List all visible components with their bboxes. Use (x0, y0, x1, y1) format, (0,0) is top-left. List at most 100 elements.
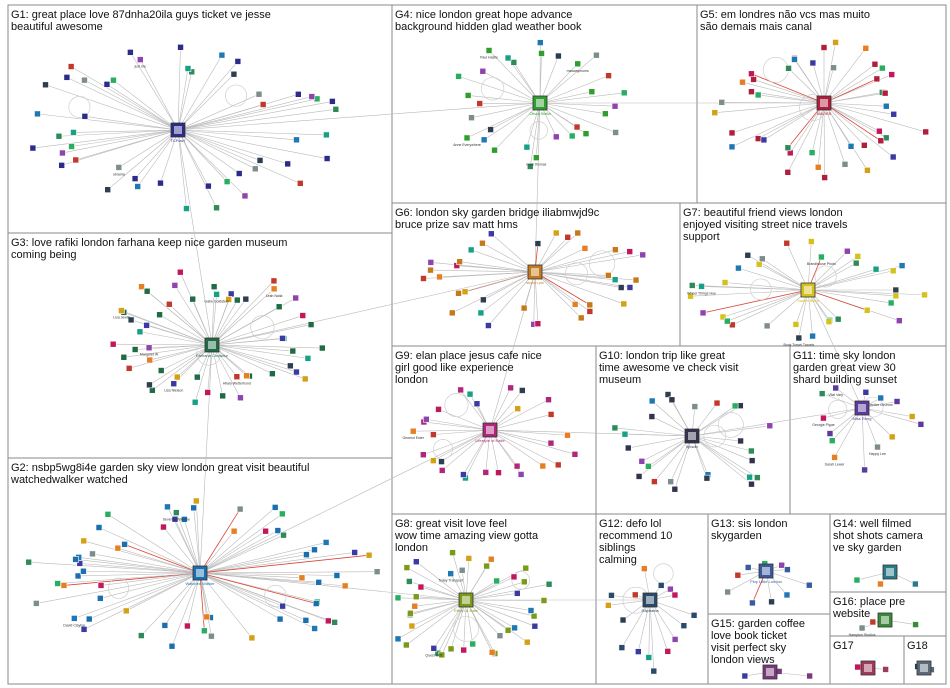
vertex-g6[interactable] (485, 322, 492, 329)
vertex-g7[interactable] (852, 259, 860, 267)
vertex-g9[interactable] (423, 415, 430, 423)
vertex-g5[interactable] (784, 144, 792, 152)
vertex-g1[interactable] (259, 101, 267, 108)
vertex-g3[interactable] (146, 381, 153, 389)
vertex-g3[interactable] (136, 328, 144, 336)
vertex-g2[interactable] (203, 613, 211, 621)
vertex-g1[interactable] (323, 155, 331, 162)
vertex-g5[interactable] (861, 142, 868, 149)
vertex-g1[interactable] (323, 131, 330, 139)
vertex-g1[interactable] (81, 113, 89, 120)
vertex-g13[interactable] (749, 599, 756, 607)
vertex-g2[interactable] (303, 551, 310, 558)
vertex-g3[interactable] (171, 282, 179, 289)
vertex-g5[interactable] (832, 39, 839, 46)
vertex-g6[interactable] (448, 309, 456, 317)
vertex-g9[interactable] (495, 469, 502, 476)
vertex-g5[interactable] (882, 102, 890, 110)
vertex-g12[interactable] (690, 611, 698, 619)
vertex-g2[interactable] (262, 527, 269, 535)
vertex-g3[interactable] (237, 394, 244, 402)
vertex-g6[interactable] (632, 276, 640, 284)
vertex-g7[interactable] (863, 306, 871, 314)
vertex-g3[interactable] (120, 353, 128, 361)
vertex-g8[interactable] (403, 564, 411, 571)
vertex-g3[interactable] (243, 372, 250, 380)
vertex-g6[interactable] (605, 272, 612, 279)
vertex-g2[interactable] (193, 497, 200, 505)
vertex-g9[interactable] (473, 400, 481, 408)
vertex-g4[interactable] (523, 143, 531, 151)
vertex-g1[interactable] (59, 149, 66, 157)
vertex-g2[interactable] (325, 617, 332, 625)
vertex-g7[interactable] (688, 282, 696, 289)
vertex-g2[interactable] (122, 607, 130, 615)
vertex-g11[interactable] (826, 430, 834, 437)
vertex-g8[interactable] (449, 549, 456, 556)
vertex-g1[interactable] (184, 65, 192, 72)
vertex-g4[interactable] (538, 50, 545, 57)
vertex-g5[interactable] (748, 70, 755, 78)
vertex-g2[interactable] (60, 582, 68, 589)
vertex-g7[interactable] (892, 292, 900, 300)
vertex-g11[interactable] (917, 421, 925, 428)
vertex-g4[interactable] (588, 88, 596, 95)
vertex-g5[interactable] (864, 166, 871, 174)
vertex-g2[interactable] (279, 602, 286, 610)
vertex-g6[interactable] (420, 275, 427, 282)
vertex-g3[interactable] (279, 335, 286, 342)
vertex-g4[interactable] (602, 110, 609, 118)
vertex-g8[interactable] (504, 626, 512, 634)
vertex-g10[interactable] (664, 391, 672, 398)
vertex-g10[interactable] (748, 447, 755, 455)
vertex-g1[interactable] (110, 76, 117, 84)
vertex-g2[interactable] (164, 503, 171, 511)
vertex-g8[interactable] (417, 583, 425, 591)
vertex-g1[interactable] (34, 110, 41, 118)
vertex-g2[interactable] (190, 504, 197, 512)
vertex-g6[interactable] (617, 284, 625, 291)
vertex-g10[interactable] (668, 396, 676, 404)
vertex-g9[interactable] (547, 411, 555, 418)
vertex-g12[interactable] (605, 602, 612, 609)
vertex-g3[interactable] (143, 287, 151, 295)
vertex-g17[interactable] (882, 666, 889, 673)
vertex-g1[interactable] (284, 160, 291, 168)
vertex-g1[interactable] (205, 182, 212, 190)
vertex-g3[interactable] (292, 294, 299, 302)
vertex-g5[interactable] (728, 129, 736, 137)
vertex-g2[interactable] (137, 632, 145, 639)
vertex-g2[interactable] (74, 572, 82, 580)
vertex-g3[interactable] (204, 389, 212, 396)
vertex-g10[interactable] (667, 478, 674, 485)
vertex-g3[interactable] (138, 283, 145, 290)
vertex-g5[interactable] (830, 64, 837, 72)
vertex-g2[interactable] (104, 511, 112, 518)
vertex-g1[interactable] (332, 106, 340, 113)
vertex-g7[interactable] (844, 247, 851, 255)
vertex-g15[interactable] (806, 672, 813, 680)
vertex-g9[interactable] (547, 439, 555, 447)
vertex-g6[interactable] (586, 301, 594, 309)
vertex-g3[interactable] (191, 398, 199, 406)
vertex-g5[interactable] (808, 149, 816, 156)
vertex-g7[interactable] (818, 253, 825, 261)
vertex-g2[interactable] (201, 627, 208, 635)
vertex-g3[interactable] (275, 303, 283, 311)
vertex-g3[interactable] (299, 312, 307, 319)
vertex-g8[interactable] (394, 594, 402, 602)
vertex-g4[interactable] (479, 67, 487, 75)
vertex-g13[interactable] (768, 598, 775, 606)
vertex-g5[interactable] (922, 128, 929, 136)
vertex-g5[interactable] (809, 59, 817, 67)
vertex-g8[interactable] (407, 609, 414, 617)
vertex-g10[interactable] (621, 430, 629, 438)
vertex-g1[interactable] (235, 170, 243, 177)
vertex-g1[interactable] (223, 178, 231, 185)
vertex-g5[interactable] (754, 91, 762, 99)
vertex-g6[interactable] (574, 229, 582, 237)
vertex-g1[interactable] (136, 56, 144, 63)
vertex-g8[interactable] (411, 602, 419, 610)
vertex-g1[interactable] (256, 157, 264, 164)
vertex-g2[interactable] (80, 537, 88, 545)
